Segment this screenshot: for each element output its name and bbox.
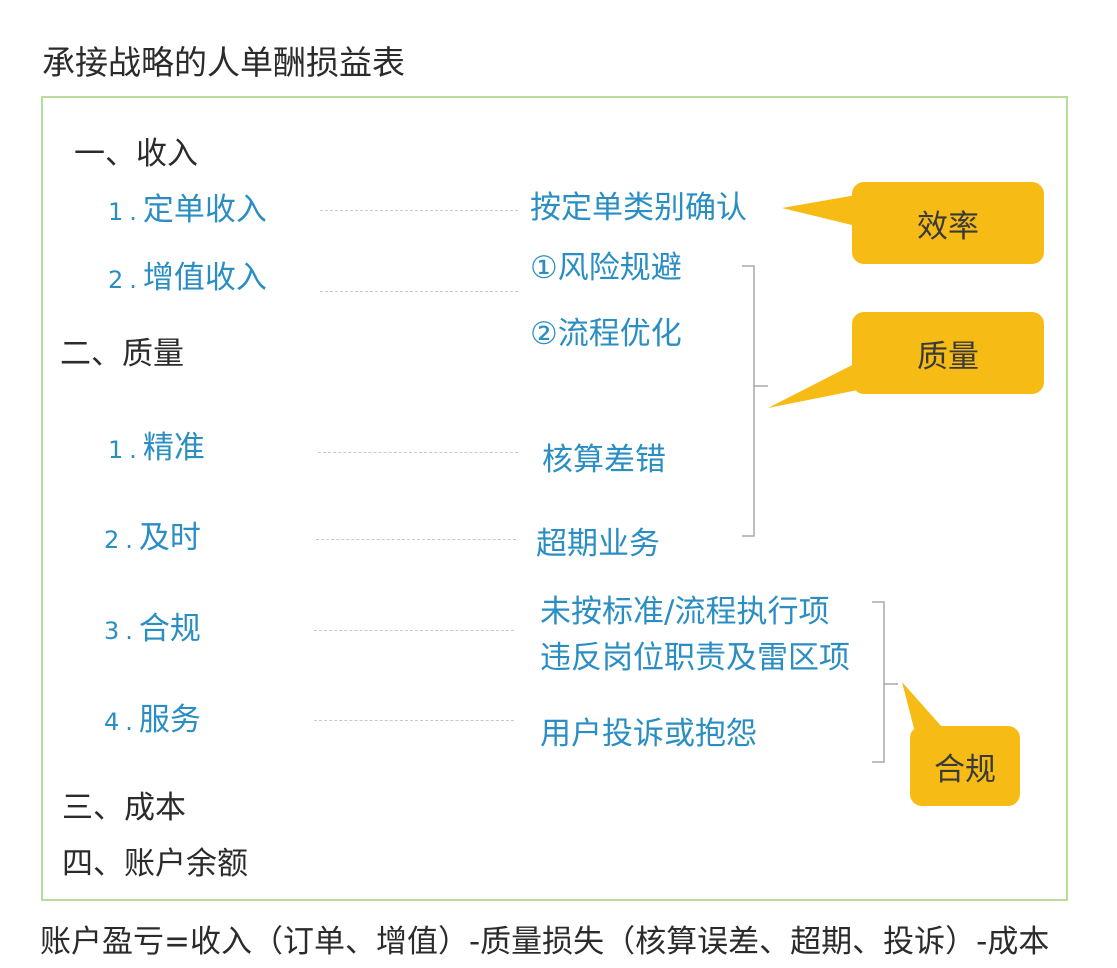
item-label: 及时 bbox=[138, 520, 201, 556]
section-revenue: 一、收入 bbox=[74, 136, 198, 172]
compliance-pointer bbox=[902, 682, 950, 736]
connector-line bbox=[320, 291, 518, 292]
desc-order-category: 按定单类别确认 bbox=[530, 190, 747, 226]
item-number: 4 bbox=[104, 708, 120, 736]
item-number: 2 bbox=[108, 266, 124, 294]
tag-efficiency: 效率 bbox=[852, 182, 1044, 264]
diagram-frame bbox=[41, 96, 1068, 901]
item-precision: 1.精准 bbox=[108, 430, 205, 466]
desc-overdue: 超期业务 bbox=[536, 526, 660, 562]
item-number: 1 bbox=[108, 198, 124, 226]
tag-quality: 质量 bbox=[852, 312, 1044, 394]
desc-process-optimization: ②流程优化 bbox=[530, 316, 682, 352]
compliance-bracket bbox=[872, 601, 898, 763]
item-order-revenue: 1.定单收入 bbox=[108, 192, 267, 228]
quality-pointer bbox=[768, 362, 858, 408]
connector-line bbox=[314, 630, 514, 631]
efficiency-pointer bbox=[782, 195, 856, 226]
section-cost: 三、成本 bbox=[62, 790, 186, 826]
desc-risk-avoidance: ①风险规避 bbox=[530, 250, 682, 286]
desc-accounting-error: 核算差错 bbox=[542, 442, 666, 478]
tag-compliance: 合规 bbox=[910, 726, 1020, 806]
item-number: 1 bbox=[108, 436, 124, 464]
item-label: 精准 bbox=[142, 430, 205, 466]
item-label: 服务 bbox=[138, 702, 201, 738]
item-label: 定单收入 bbox=[142, 192, 267, 228]
section-quality: 二、质量 bbox=[60, 336, 184, 372]
connector-line bbox=[320, 210, 518, 211]
item-number: 3 bbox=[104, 617, 120, 645]
item-value-added-revenue: 2.增值收入 bbox=[108, 260, 267, 296]
item-number: 2 bbox=[104, 526, 120, 554]
item-label: 合规 bbox=[138, 611, 201, 647]
item-label: 增值收入 bbox=[142, 260, 267, 296]
page-title: 承接战略的人单酬损益表 bbox=[42, 43, 405, 82]
connector-line bbox=[314, 720, 514, 721]
desc-nonstandard: 未按标准/流程执行项 bbox=[540, 594, 830, 630]
item-timeliness: 2.及时 bbox=[104, 520, 201, 556]
item-compliance: 3.合规 bbox=[104, 611, 201, 647]
quality-bracket bbox=[742, 265, 768, 537]
connector-line bbox=[316, 539, 516, 540]
section-balance: 四、账户余额 bbox=[62, 846, 248, 882]
desc-complaint: 用户投诉或抱怨 bbox=[540, 716, 757, 752]
desc-violation: 违反岗位职责及雷区项 bbox=[540, 640, 850, 676]
profit-formula: 账户盈亏=收入（订单、增值）-质量损失（核算误差、超期、投诉）-成本 bbox=[40, 924, 1050, 960]
item-service: 4.服务 bbox=[104, 702, 201, 738]
connector-line bbox=[318, 452, 518, 453]
